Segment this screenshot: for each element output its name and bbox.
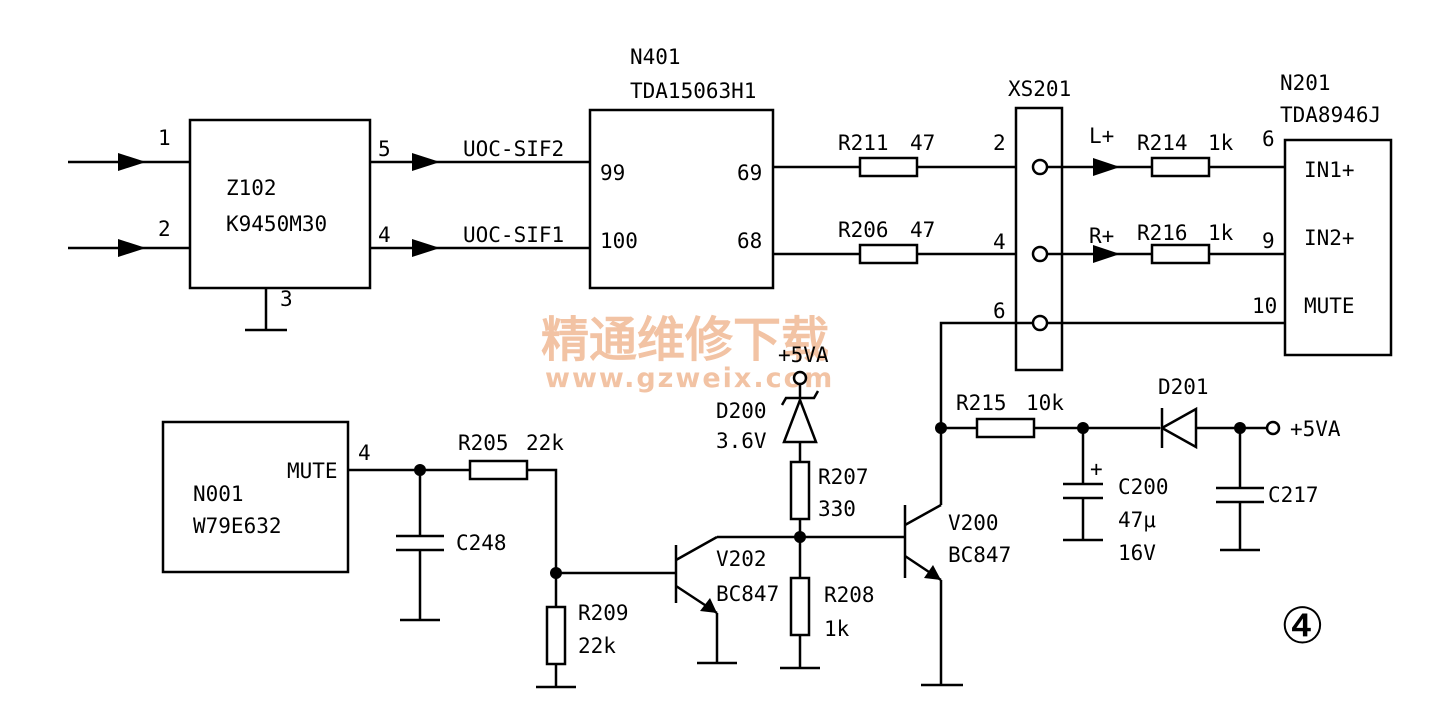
input-arrow-1: [68, 153, 190, 171]
n001-block: [161, 420, 350, 574]
n401-ref: N401: [630, 45, 681, 69]
d200-supply-terminal: [792, 370, 808, 386]
n201-block: [1283, 138, 1393, 357]
net-label-sif1: UOC-SIF1: [463, 223, 564, 247]
n001-ref: N001: [193, 482, 244, 506]
r216-value: 1k: [1208, 221, 1234, 245]
xs201-pin6: 6: [993, 299, 1006, 323]
v200-ref: V200: [948, 511, 999, 535]
c200-ref: C200: [1118, 475, 1169, 499]
n401-pin68: 68: [737, 229, 762, 253]
r215-value: 10k: [1026, 391, 1064, 415]
r209-value: 22k: [578, 634, 616, 658]
d200-ref: D200: [716, 399, 767, 423]
c200-voltage: 16V: [1118, 541, 1156, 565]
v202-part: BC847: [716, 582, 779, 606]
watermark-url: www.gzweix.com: [545, 363, 834, 394]
r216-ref: R216: [1137, 221, 1188, 245]
n401-block: [588, 108, 775, 290]
r205-resistor: [468, 459, 529, 481]
v200-part: BC847: [948, 543, 1011, 567]
d200-value: 3.6V: [716, 429, 767, 453]
r211-resistor: [858, 156, 919, 178]
d201-ref: D201: [1158, 375, 1209, 399]
n201-part: TDA8946J: [1280, 103, 1381, 127]
d201-diode: [1159, 406, 1198, 450]
d200-supply-label: +5VA: [778, 343, 829, 367]
r215-ref: R215: [956, 391, 1007, 415]
c217-ref: C217: [1268, 483, 1319, 507]
z102-ref: Z102: [226, 176, 277, 200]
c248-ref: C248: [456, 531, 507, 555]
r214-value: 1k: [1208, 131, 1234, 155]
z102-pin5: 5: [378, 137, 391, 161]
z102-part: K9450M30: [226, 212, 327, 236]
v202-transistor: [674, 535, 737, 665]
r207-ref: R207: [818, 465, 869, 489]
wire-sif1: [370, 239, 590, 257]
n001-pin4: 4: [358, 441, 371, 465]
net-label-sif2: UOC-SIF2: [463, 137, 564, 161]
net-label-l-plus: L+: [1089, 124, 1114, 148]
r208-ref: R208: [824, 583, 875, 607]
d200-zener-diode: [780, 390, 820, 444]
xs201-contact-6: [1031, 314, 1049, 332]
xs201-pin2: 2: [993, 131, 1006, 155]
n401-part: TDA15063H1: [630, 79, 756, 103]
n001-part: W79E632: [193, 514, 282, 538]
supply-out-label: +5VA: [1290, 417, 1341, 441]
net-label-r-plus: R+: [1089, 224, 1114, 248]
r211-ref: R211: [838, 131, 889, 155]
z102-pin2: 2: [158, 217, 171, 241]
v200-transistor: [903, 503, 963, 687]
r208-value: 1k: [824, 617, 850, 641]
r205-ref: R205: [458, 431, 509, 455]
n401-pin100: 100: [600, 229, 638, 253]
r215-resistor: [975, 417, 1036, 439]
r205-value: 22k: [526, 431, 564, 455]
z102-block: [188, 118, 372, 290]
r208-resistor: [789, 576, 811, 637]
wire-r205-to-v202: [527, 468, 558, 573]
r206-ref: R206: [838, 218, 889, 242]
v202-ref: V202: [716, 547, 767, 571]
wire-xs201-6-to-v200: [939, 321, 1033, 505]
r207-resistor: [789, 460, 811, 521]
n201-in1-label: IN1+: [1304, 158, 1355, 182]
n401-pin99: 99: [600, 161, 625, 185]
xs201-contact-2: [1031, 158, 1049, 176]
n201-mute-label: MUTE: [1304, 294, 1355, 318]
figure-number: ④: [1280, 597, 1325, 655]
watermark-chinese: 精通维修下载: [541, 312, 829, 368]
r206-value: 47: [910, 218, 935, 242]
n201-in2-label: IN2+: [1304, 226, 1355, 250]
n201-pin10: 10: [1252, 294, 1277, 318]
supply-out-terminal: [1265, 420, 1281, 436]
c200-polarity: +: [1090, 457, 1103, 481]
xs201-contact-4: [1031, 245, 1049, 263]
r211-value: 47: [910, 131, 935, 155]
xs201-pin4: 4: [993, 230, 1006, 254]
n201-ref: N201: [1280, 71, 1331, 95]
z102-pin1: 1: [158, 126, 171, 150]
n201-pin6: 6: [1262, 127, 1275, 151]
r209-resistor: [545, 605, 567, 666]
r209-ref: R209: [578, 601, 629, 625]
c200-value: 47μ: [1118, 508, 1156, 532]
z102-pin4: 4: [378, 223, 391, 247]
xs201-ref: XS201: [1008, 77, 1071, 101]
r207-value: 330: [818, 497, 856, 521]
input-arrow-2: [68, 239, 190, 257]
n001-mute-label: MUTE: [287, 459, 338, 483]
n401-pin69: 69: [737, 161, 762, 185]
n201-pin9: 9: [1262, 229, 1275, 253]
z102-pin3: 3: [280, 287, 293, 311]
r214-ref: R214: [1137, 131, 1188, 155]
r216-resistor: [1150, 243, 1211, 265]
r206-resistor: [858, 243, 919, 265]
r214-resistor: [1150, 156, 1211, 178]
wire-sif2: [370, 153, 590, 171]
